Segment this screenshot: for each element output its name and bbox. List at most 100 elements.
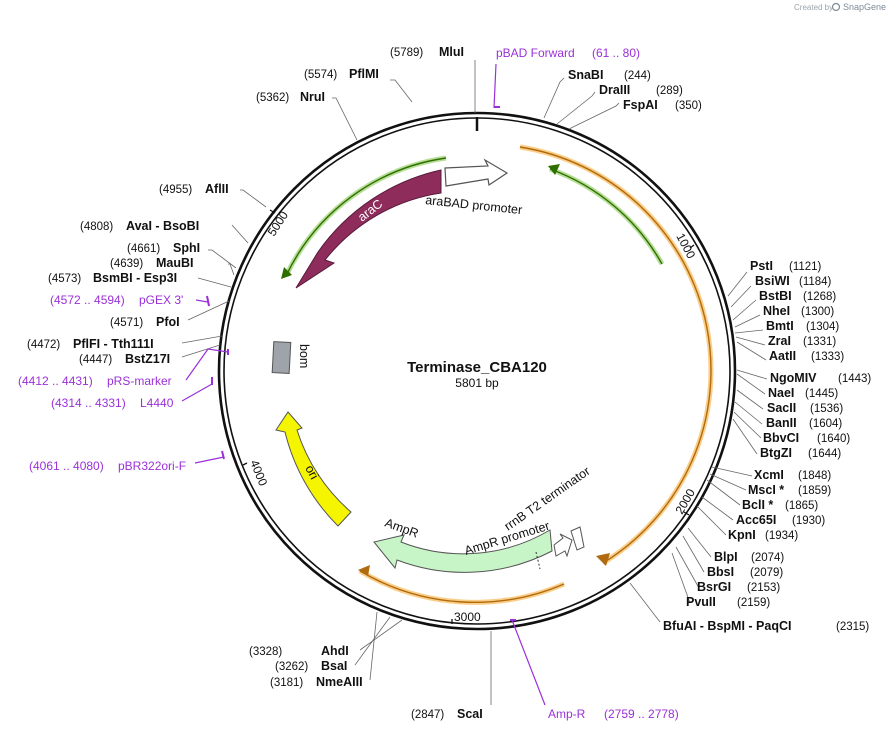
feature-arabad-promoter[interactable] [444, 158, 509, 187]
backbone-outer [217, 111, 737, 631]
orf-bottom-arrowhead [358, 565, 370, 576]
orf-right-orange-line [519, 146, 712, 564]
tick-4000-mark [242, 462, 248, 466]
enzyme-leaders [181, 60, 768, 705]
feature-arac[interactable] [295, 169, 442, 289]
leader-snabi [543, 77, 565, 119]
enzyme-sacii-name: SacII [767, 401, 796, 415]
credit-brand: SnapGene [843, 2, 886, 12]
orf-right-green [549, 166, 665, 266]
feature-ori[interactable] [275, 411, 352, 527]
leader-zrai [735, 336, 766, 346]
enzyme-snabi-pos: (244) [624, 70, 651, 82]
feature-bom[interactable] [271, 341, 292, 374]
leader-bbvci [733, 411, 762, 439]
primer-ampr-leader [511, 619, 546, 706]
enzyme-nhei-pos: (1300) [801, 306, 834, 318]
leader-bstbi [732, 299, 757, 321]
enzyme-blpi-pos: (2074) [751, 552, 784, 564]
enzyme-bsmbi-pos: (4573) [48, 273, 81, 285]
enzyme-zrai-pos: (1331) [803, 336, 836, 348]
leader-bmti [734, 329, 764, 334]
enzyme-bsrgi-name: BsrGI [697, 580, 731, 594]
enzyme-bbvci-name: BbvCI [763, 431, 799, 445]
enzyme-aatii-name: AatII [769, 349, 796, 363]
enzyme-bcli-pos: (1865) [785, 500, 818, 512]
enzyme-ahdi-name: AhdI [321, 644, 349, 658]
enzyme-kpni-pos: (1934) [765, 530, 798, 542]
enzyme-msci-pos: (1859) [798, 485, 831, 497]
enzyme-bsai-name: BsaI [321, 659, 347, 673]
leader-ngomiv [736, 369, 768, 380]
enzyme-nhei-name: NheI [763, 304, 790, 318]
tick-5000-mark [269, 209, 276, 214]
feature-arabad-label: araBAD promoter [425, 193, 523, 217]
leader-bsrgi [675, 546, 700, 589]
leader-msci [709, 473, 747, 491]
feature-rrnb-terminator[interactable] [570, 526, 585, 551]
leader-pflfi [181, 335, 223, 344]
leader-sphi [208, 249, 237, 269]
enzyme-bmti-name: BmtI [766, 319, 794, 333]
enzyme-bstbi-name: BstBI [759, 289, 792, 303]
enzyme-bstbi-pos: (1268) [803, 291, 836, 303]
leader-kpni [696, 505, 727, 536]
primer-l4440-name: L4440 [140, 396, 174, 410]
feature-ampr-divider [535, 551, 541, 570]
enzyme-nrui-name: NruI [300, 90, 325, 104]
tick-3000: 3000 [454, 610, 481, 624]
enzyme-avai-name: AvaI - BsoBI [126, 219, 199, 233]
enzyme-mlui-pos: (5789) [390, 47, 423, 59]
leader-banii [734, 401, 763, 425]
primer-prs-leader [185, 348, 229, 381]
tick-1000: 1000 [673, 231, 698, 261]
enzyme-aatii-pos: (1333) [811, 351, 844, 363]
leader-bbsi [682, 535, 705, 573]
enzyme-bstz17i-pos: (4447) [79, 354, 112, 366]
enzyme-ahdi-pos: (3328) [249, 646, 282, 658]
feature-ampr[interactable] [373, 529, 553, 573]
enzyme-snabi-name: SnaBI [568, 68, 603, 82]
enzyme-ngomiv-name: NgoMIV [770, 371, 817, 385]
enzyme-bsiwi-name: BsiWI [755, 274, 790, 288]
enzyme-sacii-pos: (1536) [810, 403, 843, 415]
plasmid-length: 5801 bp [455, 376, 499, 390]
leader-nhei [734, 314, 761, 328]
primer-l4440-leader [181, 383, 213, 402]
primer-pgex-name: pGEX 3' [139, 293, 183, 307]
leader-pvuii [671, 552, 691, 604]
orf-left-green-arrowhead [281, 267, 292, 279]
enzyme-scai-name: ScaI [457, 707, 483, 721]
leader-pflmi [390, 79, 413, 103]
primer-pbr322-name: pBR322ori-F [118, 459, 186, 473]
leader-maubi [228, 263, 235, 276]
enzyme-psti-pos: (1121) [789, 261, 822, 273]
enzyme-maubi-name: MauBI [156, 256, 194, 270]
primer-marks [181, 63, 546, 706]
enzyme-xcmi-name: XcmI [754, 468, 784, 482]
leader-bcli [706, 479, 741, 506]
enzyme-acc65i-pos: (1930) [792, 515, 825, 527]
leader-bsmbi [197, 277, 232, 288]
primer-pbr322-mark [221, 450, 225, 460]
enzyme-pflfi-pos: (4472) [27, 339, 60, 351]
orf-right-arrowhead [596, 553, 610, 566]
feature-ampr-promoter[interactable] [553, 533, 573, 558]
enzyme-bfuai-pos: (2315) [836, 621, 869, 633]
enzyme-naei-name: NaeI [768, 386, 794, 400]
enzyme-bsmbi-name: BsmBI - Esp3I [93, 271, 177, 285]
primer-prs-range: (4412 .. 4431) [18, 374, 93, 388]
enzyme-bbvci-pos: (1640) [817, 433, 850, 445]
enzyme-aflii-pos: (4955) [159, 184, 192, 196]
enzyme-bbsi-name: BbsI [707, 565, 734, 579]
enzyme-maubi-pos: (4639) [110, 258, 143, 270]
enzyme-draiii-pos: (289) [656, 85, 683, 97]
enzyme-mlui-name: MluI [439, 45, 464, 59]
enzyme-pvuii-name: PvuII [686, 595, 716, 609]
enzyme-sphi-name: SphI [173, 241, 200, 255]
primer-ampr-name: Amp-R [548, 707, 586, 721]
enzyme-pflmi-name: PflMI [349, 67, 379, 81]
orf-right-green-arrowhead [548, 164, 560, 175]
feature-ori-label: ori [302, 463, 321, 482]
